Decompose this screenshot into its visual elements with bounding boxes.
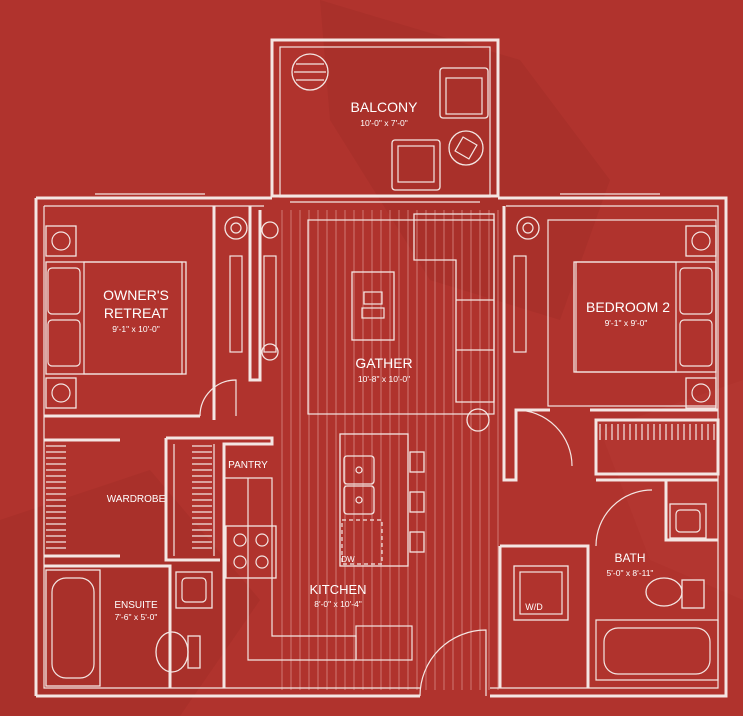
dw-label: DW — [341, 555, 355, 564]
wd-label: W/D — [525, 602, 543, 612]
lamp-icon — [45, 225, 77, 257]
bar-stools — [409, 451, 425, 553]
bathtub-icon — [45, 569, 101, 687]
sink-icon — [175, 571, 213, 609]
toilet-icon — [155, 631, 201, 673]
ensuite-name: ENSUITE — [114, 600, 158, 611]
bedroom2-dims: 9'-1" x 9'-0" — [605, 318, 648, 328]
bed-icon — [45, 261, 187, 375]
stove-icon — [225, 525, 277, 579]
interior-walls — [44, 206, 720, 688]
media-unit — [351, 271, 395, 341]
plant-icon — [224, 216, 248, 240]
exterior-walls — [34, 38, 728, 698]
kitchen-dims: 8'-0" x 10'-4" — [314, 599, 362, 609]
sink-icon — [669, 503, 707, 539]
sink-icon — [343, 455, 375, 515]
kitchen-island — [339, 433, 409, 567]
ensuite-dims: 7'-6" x 5'-0" — [115, 612, 158, 622]
sofa-icon — [413, 213, 495, 403]
lamp-icon — [685, 225, 717, 257]
balcony-dims: 10'-0" x 7'-0" — [360, 118, 408, 128]
bedroom2-name: BEDROOM 2 — [586, 299, 670, 315]
closet-rod — [229, 255, 277, 353]
plant-icon — [516, 216, 540, 240]
bed-icon — [573, 261, 717, 373]
balcony-name: BALCONY — [351, 99, 419, 115]
lamp-icon — [45, 377, 77, 409]
bedroom2-room-outline — [547, 219, 717, 407]
wardrobe-shelving — [46, 445, 212, 549]
closet-shelving — [599, 424, 715, 440]
pantry-name: PANTRY — [228, 460, 268, 471]
toilet-icon — [645, 577, 705, 609]
gather-dims: 10'-8" x 10'-0" — [358, 374, 410, 384]
side-table-icon — [448, 130, 484, 166]
grill-icon — [291, 53, 329, 91]
bath-dims: 5'-0" x 8'-11" — [607, 568, 654, 578]
owners-retreat-dims: 9'-1" x 10'-0" — [112, 324, 160, 334]
pendant-light-icon — [261, 221, 279, 361]
wardrobe-name: WARDROBE — [107, 494, 166, 505]
owners-retreat-name-line1: OWNER'S — [103, 287, 169, 303]
bath-name: BATH — [614, 551, 645, 565]
lounge-chair-icon — [439, 67, 489, 119]
side-table-icon — [466, 408, 490, 432]
owners-retreat-name-line2: RETREAT — [104, 305, 169, 321]
kitchen-counter — [247, 478, 413, 661]
door-swings — [199, 379, 653, 697]
lounge-chair-icon — [391, 139, 441, 191]
gather-name: GATHER — [355, 355, 412, 371]
bathtub-icon — [603, 627, 711, 675]
kitchen-name: KITCHEN — [309, 582, 366, 597]
laptop-icon — [361, 291, 385, 319]
closet-rod — [513, 255, 527, 353]
hardwood-floor — [281, 210, 499, 690]
washer-dryer-icon — [513, 565, 569, 621]
